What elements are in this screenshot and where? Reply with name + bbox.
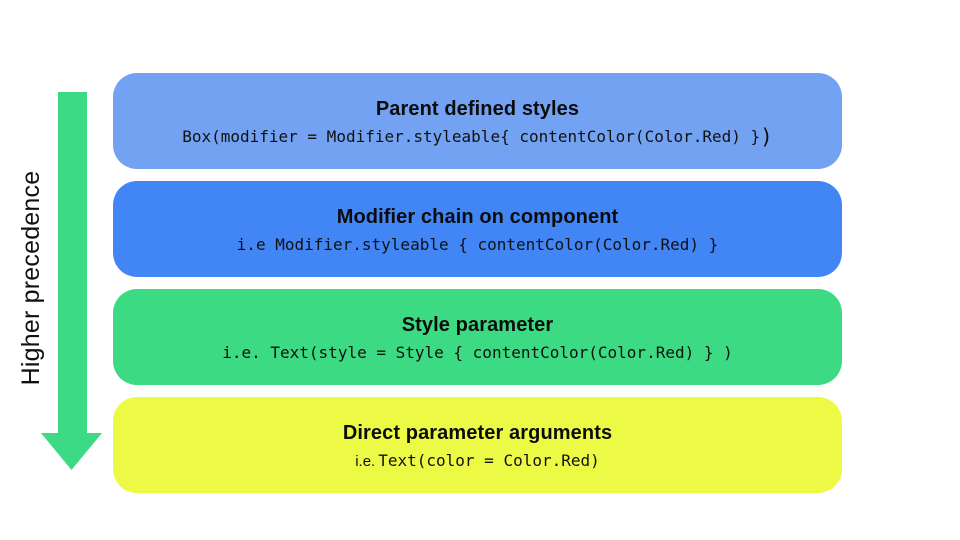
box-title: Modifier chain on component — [336, 205, 619, 228]
code-text: i.e Modifier.styleable { contentColor(Co… — [236, 234, 719, 254]
code-text: Box(modifier = Modifier.styleable{ conte… — [182, 126, 761, 146]
box-style-parameter: Style parameter i.e. Text(style = Style … — [113, 289, 842, 385]
box-direct-parameter-arguments: Direct parameter arguments i.e. Text(col… — [113, 397, 842, 493]
code-text: i.e. Text(style = Style { contentColor(C… — [222, 342, 733, 362]
box-title: Style parameter — [401, 313, 554, 336]
code-suffix: ) — [760, 124, 773, 149]
box-title: Parent defined styles — [375, 97, 580, 120]
down-arrow-icon — [41, 92, 102, 470]
higher-precedence-label: Higher precedence — [17, 170, 45, 386]
box-code: i.e Modifier.styleable { contentColor(Co… — [237, 234, 719, 257]
box-code: i.e. Text(color = Color.Red) — [355, 450, 600, 473]
box-parent-defined-styles: Parent defined styles Box(modifier = Mod… — [113, 73, 842, 169]
code-text: Text(color = Color.Red) — [378, 450, 600, 470]
code-prefix: i.e. — [355, 452, 379, 470]
box-modifier-chain: Modifier chain on component i.e Modifier… — [113, 181, 842, 277]
down-arrow-shape — [41, 92, 102, 470]
precedence-boxes: Parent defined styles Box(modifier = Mod… — [113, 73, 842, 493]
box-code: i.e. Text(style = Style { contentColor(C… — [222, 342, 733, 365]
box-code: Box(modifier = Modifier.styleable{ conte… — [182, 126, 773, 149]
box-title: Direct parameter arguments — [342, 421, 613, 444]
